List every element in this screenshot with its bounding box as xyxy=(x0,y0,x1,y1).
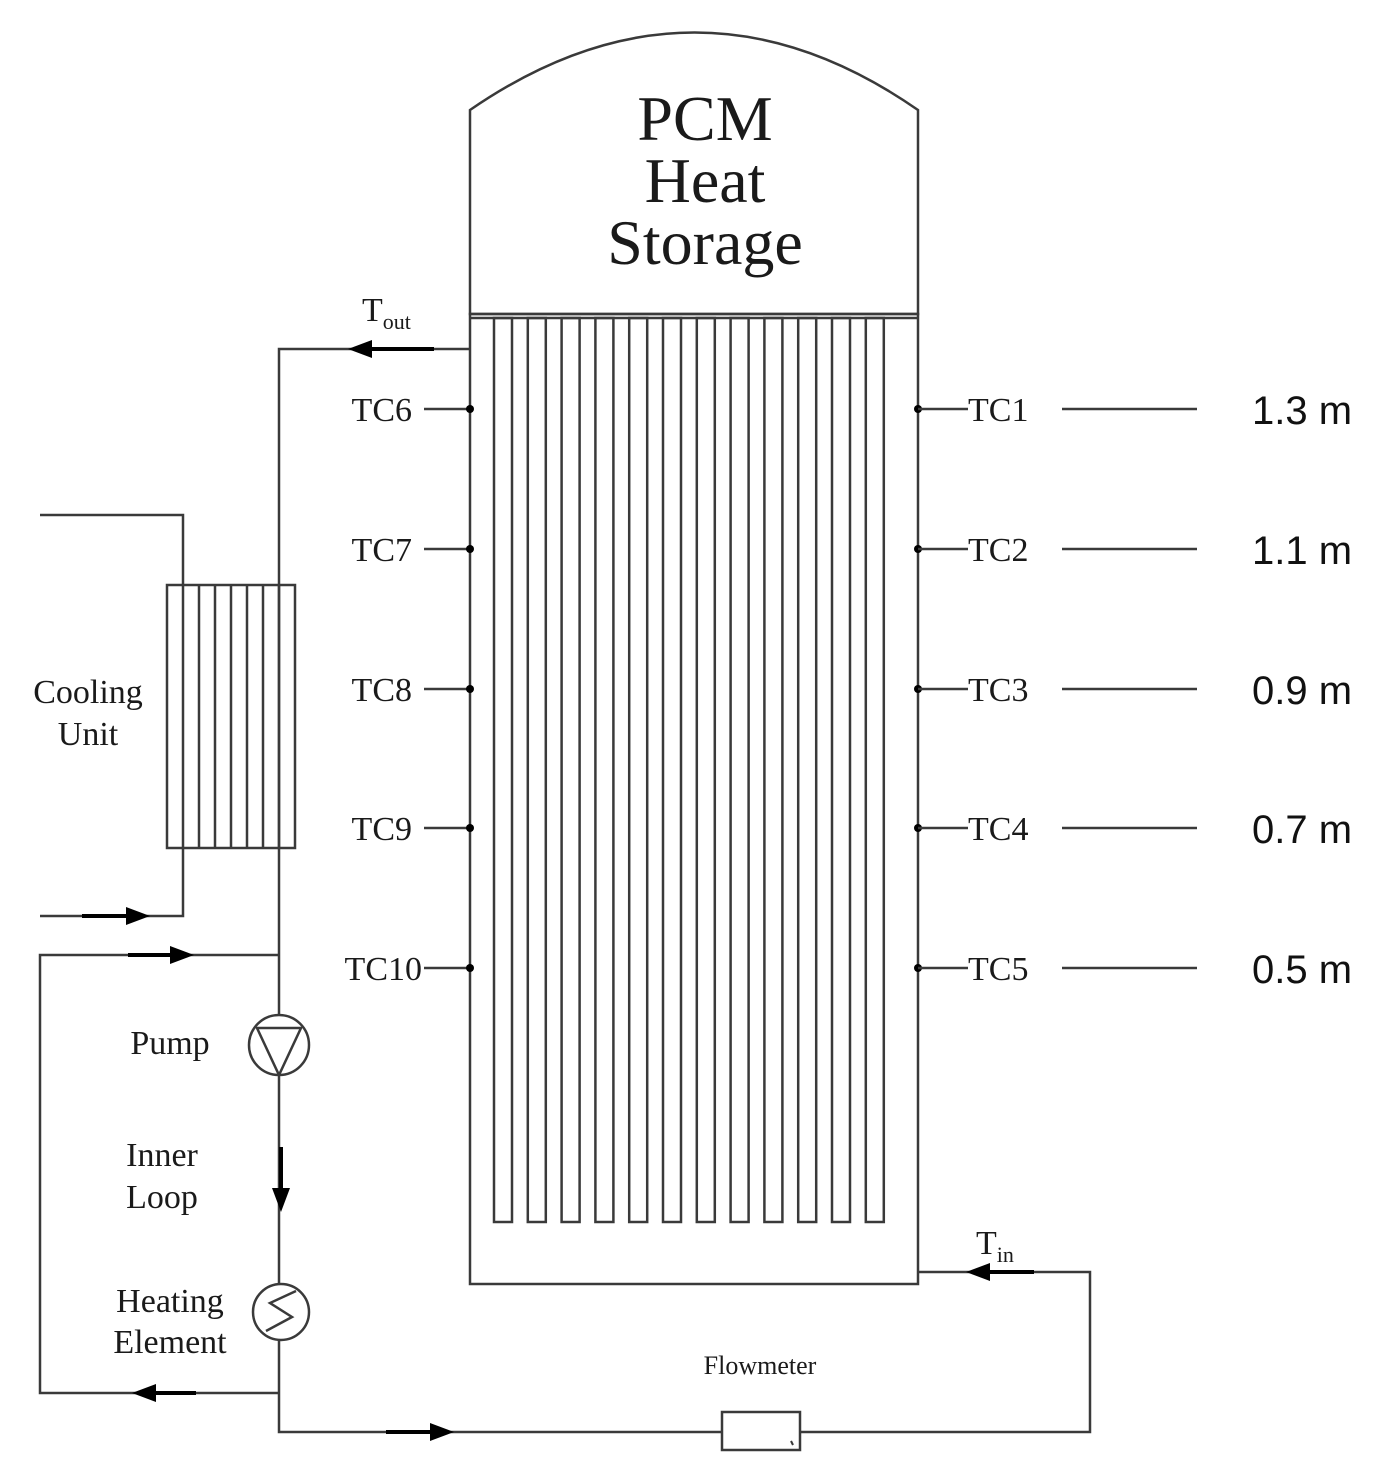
tube xyxy=(796,316,818,1224)
tube xyxy=(695,316,717,1224)
heater-to-flowmeter-pipe xyxy=(277,1335,722,1434)
thermocouple-tc9: TC9 xyxy=(352,811,474,848)
pump-label: Pump xyxy=(130,1025,209,1062)
heating-element-label-1: Heating xyxy=(116,1283,224,1320)
flowmeter-icon xyxy=(720,1410,802,1452)
thermocouple-label: TC4 xyxy=(968,811,1028,848)
tube xyxy=(661,316,683,1224)
thermocouple-tc4: TC4 0.7 m xyxy=(914,808,1352,852)
flow-arrow-inner-loop xyxy=(272,1147,290,1212)
thermocouple-tc1: TC1 1.3 m xyxy=(914,389,1352,433)
chiller-supply-pipe xyxy=(40,513,185,585)
tank-dome xyxy=(468,31,920,316)
piping xyxy=(38,347,1092,1434)
flow-arrow-bypass-top xyxy=(128,946,194,964)
flow-arrow-outlet xyxy=(348,340,434,358)
storage-tank xyxy=(468,31,920,1286)
height-label: 0.9 m xyxy=(1252,669,1352,713)
flow-arrow-chiller-return xyxy=(82,907,150,925)
heating-element-icon xyxy=(251,1282,311,1342)
cooling-unit-plates xyxy=(181,585,281,848)
tout-label: Tout xyxy=(362,292,411,334)
thermocouple-tc2: TC2 1.1 m xyxy=(914,529,1352,573)
tank-title-line-1: PCM xyxy=(637,83,772,154)
cooling-unit-label-2: Unit xyxy=(58,716,119,753)
tube xyxy=(594,316,615,1224)
tank-title-line-2: Heat xyxy=(645,145,766,216)
thermocouple-tc3: TC3 0.9 m xyxy=(914,669,1352,713)
thermocouple-label: TC6 xyxy=(352,392,412,429)
flowmeter-to-inlet-pipe xyxy=(800,1270,1092,1434)
tube xyxy=(627,316,649,1224)
tube xyxy=(729,316,750,1224)
height-label: 1.1 m xyxy=(1252,529,1352,573)
thermocouple-label: TC8 xyxy=(352,672,412,709)
heat-exchanger-tubes xyxy=(492,316,886,1224)
tube xyxy=(560,316,581,1224)
height-label: 0.5 m xyxy=(1252,948,1352,992)
flowmeter-label: Flowmeter xyxy=(704,1351,817,1380)
tube xyxy=(763,316,784,1224)
thermocouple-label: TC10 xyxy=(345,951,422,988)
thermocouple-label: TC9 xyxy=(352,811,412,848)
heating-element-label-2: Element xyxy=(113,1324,227,1361)
thermocouple-label: TC1 xyxy=(968,392,1028,429)
thermocouple-label: TC7 xyxy=(352,532,412,569)
tube xyxy=(830,316,852,1224)
height-label: 1.3 m xyxy=(1252,389,1352,433)
tube xyxy=(864,316,886,1224)
thermocouple-label: TC5 xyxy=(968,951,1028,988)
thermocouple-tc7: TC7 xyxy=(352,532,474,569)
cooling-unit-label-1: Cooling xyxy=(33,674,143,711)
flow-arrow-inlet xyxy=(966,1263,1034,1281)
tube xyxy=(492,316,514,1224)
chiller-return-pipe xyxy=(40,848,185,918)
thermocouple-tc5: TC5 0.5 m xyxy=(914,948,1352,992)
tube xyxy=(526,316,548,1224)
thermocouple-label: TC2 xyxy=(968,532,1028,569)
tank-body xyxy=(468,312,920,1286)
thermocouple-label: TC3 xyxy=(968,672,1028,709)
tank-title-line-3: Storage xyxy=(607,207,803,278)
inner-loop-label-1: Inner xyxy=(126,1137,198,1174)
flow-arrow-bypass-bottom xyxy=(132,1384,196,1402)
pump-icon xyxy=(247,1013,311,1078)
flowmeter-tick xyxy=(790,1440,794,1446)
thermocouple-tc8: TC8 xyxy=(352,672,474,709)
thermocouple-tc6: TC6 xyxy=(352,392,474,429)
cooling-unit xyxy=(165,583,297,850)
height-label: 0.7 m xyxy=(1252,808,1352,852)
flow-arrow-bottom-line xyxy=(386,1423,454,1441)
tin-label: Tin xyxy=(976,1225,1014,1267)
inner-loop-label-2: Loop xyxy=(126,1179,198,1216)
thermocouple-tc10: TC10 xyxy=(345,951,474,988)
